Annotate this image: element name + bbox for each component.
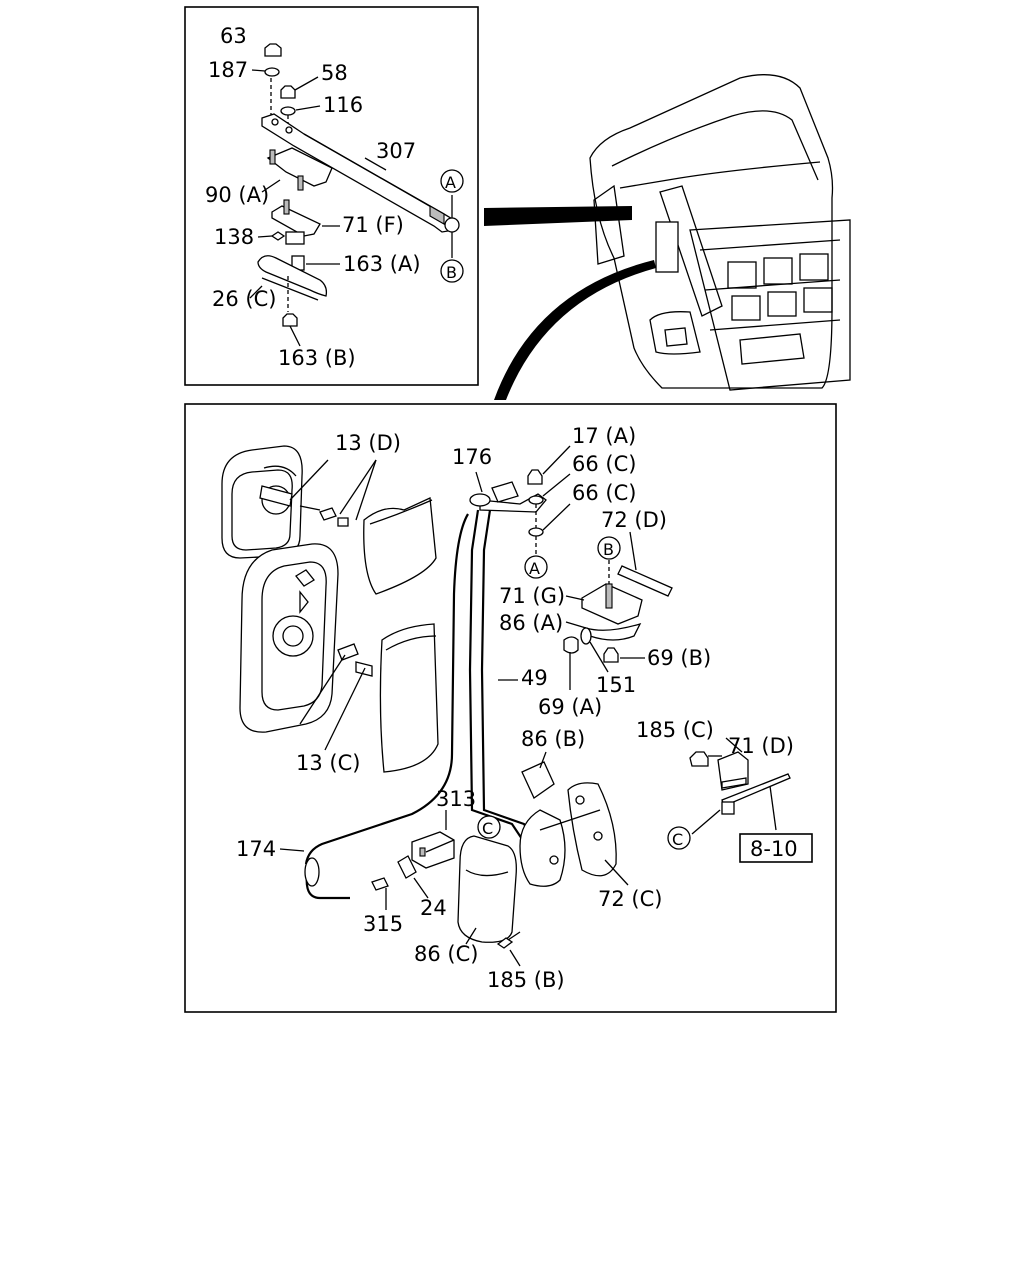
callout-72c: 72 (C) bbox=[598, 887, 662, 911]
svg-text:C: C bbox=[482, 819, 493, 838]
part-86b-gasket bbox=[521, 761, 555, 799]
part-174-harness bbox=[304, 513, 469, 900]
part-band-clip bbox=[721, 801, 735, 815]
part-72c-base bbox=[519, 782, 617, 887]
callout-71d: 71 (D) bbox=[728, 734, 794, 758]
leader-arc-lower bbox=[494, 260, 656, 400]
upper-detail-frame bbox=[184, 6, 479, 386]
part-17a-nut bbox=[527, 469, 543, 485]
small-mirror-glass bbox=[363, 497, 437, 595]
callout-151: 151 bbox=[596, 673, 636, 697]
part-185c-bolt bbox=[689, 751, 709, 767]
callout-69b: 69 (B) bbox=[647, 646, 711, 670]
callout-24: 24 bbox=[420, 896, 447, 920]
callout-86b: 86 (B) bbox=[521, 727, 585, 751]
callout-313: 313 bbox=[436, 787, 476, 811]
large-mirror-glass bbox=[379, 623, 439, 773]
ref-a-upper: A bbox=[440, 169, 464, 193]
ref-b-lower: B bbox=[597, 536, 621, 560]
callout-163b: 163 (B) bbox=[278, 346, 356, 370]
part-138-bolt bbox=[270, 231, 286, 241]
part-24-grommet bbox=[397, 855, 417, 879]
ref-c-lower-1: C bbox=[477, 815, 501, 839]
ref-a-lower: A bbox=[524, 555, 548, 579]
callout-163a: 163 (A) bbox=[343, 252, 421, 276]
callout-71f: 71 (F) bbox=[342, 213, 404, 237]
part-151-washer bbox=[580, 627, 592, 645]
callout-185c: 185 (C) bbox=[636, 718, 714, 742]
callout-138: 138 bbox=[214, 225, 254, 249]
callout-187: 187 bbox=[208, 58, 248, 82]
large-mirror-housing bbox=[239, 543, 339, 733]
callout-13d: 13 (D) bbox=[335, 431, 401, 455]
part-63-nut bbox=[264, 43, 282, 57]
callout-58: 58 bbox=[321, 61, 348, 85]
callout-71g: 71 (G) bbox=[499, 584, 565, 608]
part-26c-cover bbox=[257, 255, 328, 301]
page-ref-box bbox=[739, 833, 813, 863]
callout-66c-2: 66 (C) bbox=[572, 481, 636, 505]
callout-17a: 17 (A) bbox=[572, 424, 636, 448]
callout-307: 307 bbox=[376, 139, 416, 163]
callout-63: 63 bbox=[220, 24, 247, 48]
callout-174: 174 bbox=[236, 837, 276, 861]
part-176-connector bbox=[491, 481, 519, 503]
callout-13c: 13 (C) bbox=[296, 751, 360, 775]
part-71f-bracket bbox=[271, 199, 321, 237]
part-163b-nut bbox=[282, 313, 298, 327]
part-stay-clamp bbox=[285, 231, 305, 245]
part-66c-washer-2 bbox=[528, 527, 544, 537]
callout-49: 49 bbox=[521, 666, 548, 690]
part-66c-washer-1 bbox=[528, 495, 544, 505]
ref-b-upper: B bbox=[440, 259, 464, 283]
callout-116: 116 bbox=[323, 93, 363, 117]
part-187-washer bbox=[264, 67, 280, 77]
callout-185b: 185 (B) bbox=[487, 968, 565, 992]
lower-detail-frame bbox=[184, 403, 837, 1013]
part-72d-bracket bbox=[617, 565, 673, 597]
part-86c-cover bbox=[457, 835, 517, 943]
svg-text:A: A bbox=[529, 559, 540, 578]
callout-26c: 26 (C) bbox=[212, 287, 276, 311]
part-90-bracket bbox=[266, 147, 333, 191]
page-ref-label: 8-10 bbox=[750, 837, 798, 861]
svg-text:B: B bbox=[603, 540, 614, 559]
cab-mirror bbox=[655, 221, 679, 273]
part-116-washer bbox=[280, 106, 296, 116]
part-71d-bracket bbox=[717, 751, 749, 791]
part-185b-bolt bbox=[496, 931, 521, 949]
part-69a-nut bbox=[563, 636, 579, 654]
part-86a-cover bbox=[584, 622, 642, 641]
part-313-connector bbox=[411, 831, 455, 869]
callout-176: 176 bbox=[452, 445, 492, 469]
callout-86a: 86 (A) bbox=[499, 611, 563, 635]
part-315-terminal bbox=[371, 877, 389, 891]
part-69b-nut bbox=[603, 647, 619, 663]
truck-cab-illustration bbox=[589, 74, 851, 391]
small-mirror-housing bbox=[221, 445, 303, 559]
part-58-nut bbox=[280, 85, 296, 99]
callout-69a: 69 (A) bbox=[538, 695, 602, 719]
callout-90a: 90 (A) bbox=[205, 183, 269, 207]
part-307-stay bbox=[261, 113, 460, 233]
callout-72d: 72 (D) bbox=[601, 508, 667, 532]
svg-text:B: B bbox=[446, 263, 457, 282]
part-71g-bracket bbox=[581, 583, 643, 625]
callout-86c: 86 (C) bbox=[414, 942, 478, 966]
callout-66c-1: 66 (C) bbox=[572, 452, 636, 476]
callout-315: 315 bbox=[363, 912, 403, 936]
ref-c-lower-2: C bbox=[667, 826, 691, 850]
leader-arc-upper bbox=[484, 206, 632, 226]
svg-text:C: C bbox=[672, 830, 683, 849]
svg-text:A: A bbox=[445, 173, 456, 192]
